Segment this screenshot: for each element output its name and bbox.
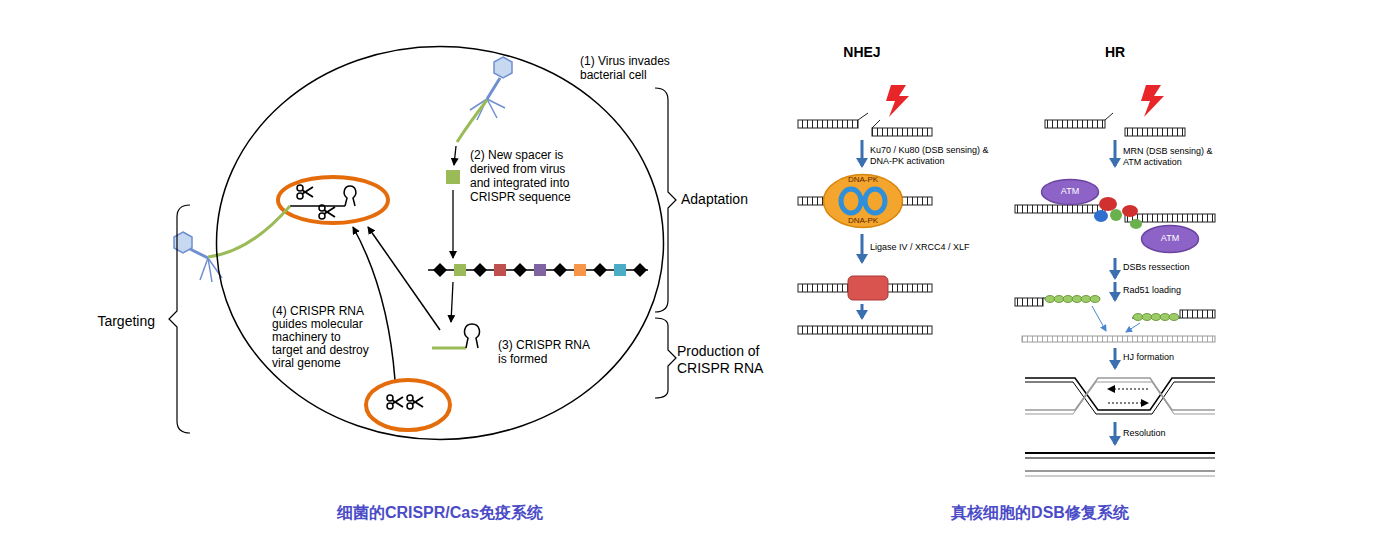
protein-name: DNA-PK [848,176,878,185]
node-outline [215,45,665,441]
panel-caption: 细菌的CRISPR/Cas免疫系统 [280,503,600,523]
step-label: Resolution [1123,428,1223,439]
step-label: MRN (DSB sensing) & ATM activation [1123,146,1223,168]
protein-name: DNA-PK [848,217,878,226]
phase-label: Targeting [60,313,155,330]
pathway-title: HR [1085,44,1145,61]
step-label: Ku70 / Ku80 (DSB sensing) & DNA-PK activ… [870,145,1005,167]
panel-caption: 真核细胞的DSB修复系统 [880,503,1200,523]
protein-name: ATM [1161,234,1179,244]
phase-label: Production of CRISPR RNA [677,343,782,377]
atm-protein: ATM [1140,224,1200,254]
step-text: (3) CRISPR RNA is formed [498,338,596,366]
step-label: HJ formation [1123,352,1223,363]
atm-protein: ATM [1040,178,1100,206]
step-label: DSBs ressection [1123,262,1223,273]
step-label: Ligase IV / XRCC4 / XLF [870,242,1005,253]
step-text: (4) CRISPR RNA guides molecular machiner… [272,305,374,370]
phase-label: Adaptation [681,191,791,208]
step-label: Rad51 loading [1123,285,1223,296]
step-text: (2) New spacer is derived from virus and… [470,148,585,204]
dna-pk-complex: DNA-PK DNA-PK [822,173,904,229]
pathway-title: NHEJ [832,44,892,61]
protein-name: ATM [1061,187,1079,197]
bacterial-cell: (2) New spacer is derived from virus and… [215,45,665,441]
step-text: (1) Virus invades bacterial cell [580,54,684,82]
